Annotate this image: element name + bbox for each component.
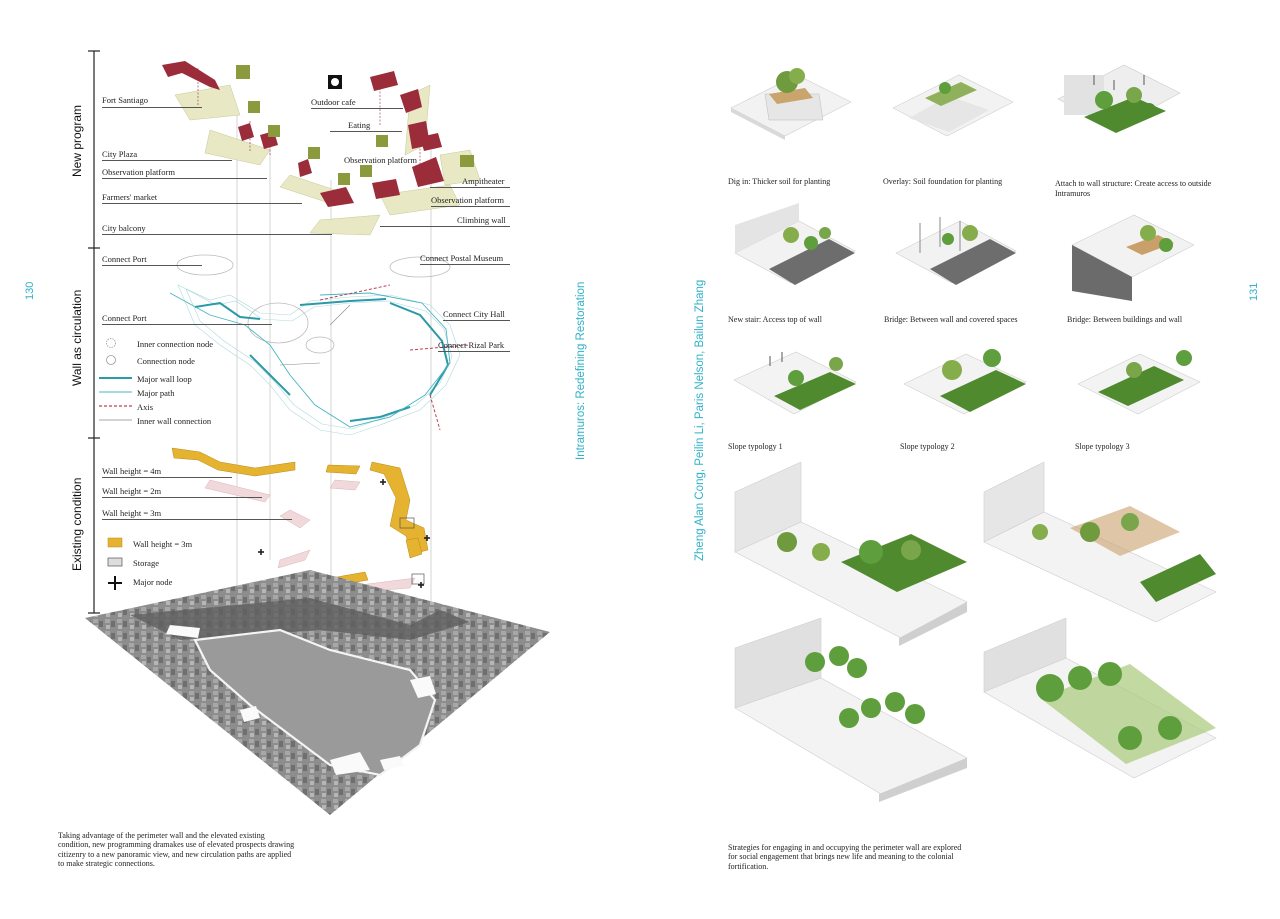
- legend-major-node: Major node: [133, 577, 173, 587]
- leader-wall-height-4m: [102, 477, 232, 478]
- large-render-3: [734, 618, 968, 802]
- label-city-plaza: City Plaza: [102, 149, 138, 159]
- leader-connect-postal-museum: [420, 264, 510, 265]
- caption-right: Strategies for engaging in and occupying…: [728, 843, 962, 871]
- caption-left: Taking advantage of the perimeter wall a…: [58, 831, 295, 869]
- legend-major-path: Major path: [137, 388, 175, 398]
- label-connect-city-hall: Connect City Hall: [443, 309, 505, 319]
- legend-inner-connection-node: Inner connection node: [137, 339, 213, 349]
- large-render-4: [983, 618, 1217, 779]
- label-city-balcony: City balcony: [102, 223, 146, 233]
- leader-eating: [330, 131, 402, 132]
- leader-ampitheater: [430, 187, 510, 188]
- label-eating: Eating: [348, 120, 371, 130]
- strategy-label-dig-in: Dig in: Thicker soil for planting: [728, 177, 831, 186]
- aerial-base-map: [85, 570, 550, 815]
- label-observation-platform-right: Observation platform: [431, 195, 504, 205]
- label-fort-santiago: Fort Santiago: [102, 95, 149, 105]
- spine-authors: Zheng Alan Cong, Peilin Li, Paris Nelson…: [694, 279, 706, 561]
- label-ampitheater: Ampitheater: [462, 176, 505, 186]
- label-farmers-market: Farmers' market: [102, 192, 158, 202]
- slope-label-3: Slope typology 3: [1075, 442, 1130, 451]
- label-observation-platform-mid: Observation platform: [344, 155, 417, 165]
- leader-climbing-wall: [380, 226, 510, 227]
- page-number-right: 131: [1248, 282, 1260, 301]
- legend-inner-wall-connection: Inner wall connection: [137, 416, 212, 426]
- leader-wall-height-2m: [102, 497, 262, 498]
- strategy-attach-image: [1057, 64, 1181, 133]
- leader-connect-port-2: [102, 324, 272, 325]
- slope-label-2: Slope typology 2: [900, 442, 955, 451]
- circulation-legend-symbols: [99, 338, 132, 421]
- large-render-1: [734, 462, 968, 646]
- leader-observation-platform-left: [102, 178, 267, 179]
- leader-connect-city-hall: [443, 320, 510, 321]
- leader-observation-platform-right: [431, 206, 510, 207]
- strategy-bridge-covered-image: [895, 217, 1017, 285]
- label-connect-postal-museum: Connect Postal Museum: [420, 253, 504, 263]
- label-wall-height-3m: Wall height = 3m: [102, 508, 162, 518]
- section-bracket: [88, 50, 100, 614]
- leader-outdoor-cafe: [311, 108, 403, 109]
- strategy-label-bridge-covered: Bridge: Between wall and covered spaces: [884, 315, 1018, 324]
- strategy-dig-in-image: [730, 68, 852, 140]
- leader-connect-rizal-park: [438, 351, 510, 352]
- large-render-2: [983, 462, 1217, 623]
- strategy-label-overlay: Overlay: Soil foundation for planting: [883, 177, 1003, 186]
- strategy-label-attach: Attach to wall structure: Create access …: [1055, 179, 1212, 198]
- legend-connection-node: Connection node: [137, 356, 195, 366]
- strategy-new-stair-image: [734, 203, 856, 285]
- leader-city-balcony: [102, 234, 332, 235]
- legend-axis: Axis: [137, 402, 154, 412]
- strategy-bridge-buildings-image: [1071, 214, 1195, 301]
- slope-typology-1-image: [733, 351, 857, 415]
- strategy-label-new-stair: New stair: Access top of wall: [728, 315, 822, 324]
- existing-condition-diagram: [171, 447, 430, 609]
- leader-connect-port-1: [102, 265, 202, 266]
- slope-label-1: Slope typology 1: [728, 442, 783, 451]
- label-outdoor-cafe: Outdoor cafe: [311, 97, 356, 107]
- label-connect-port-2: Connect Port: [102, 313, 147, 323]
- slope-typology-3-image: [1077, 350, 1201, 415]
- label-connect-rizal-park: Connect Rizal Park: [438, 340, 505, 350]
- label-connect-port-1: Connect Port: [102, 254, 147, 264]
- legend-major-wall-loop: Major wall loop: [137, 374, 192, 384]
- leader-fort-santiago: [102, 107, 202, 108]
- new-program-diagram: [162, 61, 481, 236]
- legend-wall-height-3m: Wall height = 3m: [133, 539, 193, 549]
- strategy-overlay-image: [892, 74, 1014, 137]
- strategy-label-bridge-buildings: Bridge: Between buildings and wall: [1067, 315, 1183, 324]
- leader-wall-height-3m: [102, 519, 292, 520]
- existing-legend-symbols: [107, 537, 123, 590]
- label-climbing-wall: Climbing wall: [457, 215, 506, 225]
- label-observation-platform-left: Observation platform: [102, 167, 175, 177]
- leader-city-plaza: [102, 160, 232, 161]
- label-wall-height-4m: Wall height = 4m: [102, 466, 162, 476]
- legend-storage: Storage: [133, 558, 159, 568]
- slope-typology-2-image: [903, 349, 1027, 415]
- leader-farmers-market: [102, 203, 302, 204]
- label-wall-height-2m: Wall height = 2m: [102, 486, 162, 496]
